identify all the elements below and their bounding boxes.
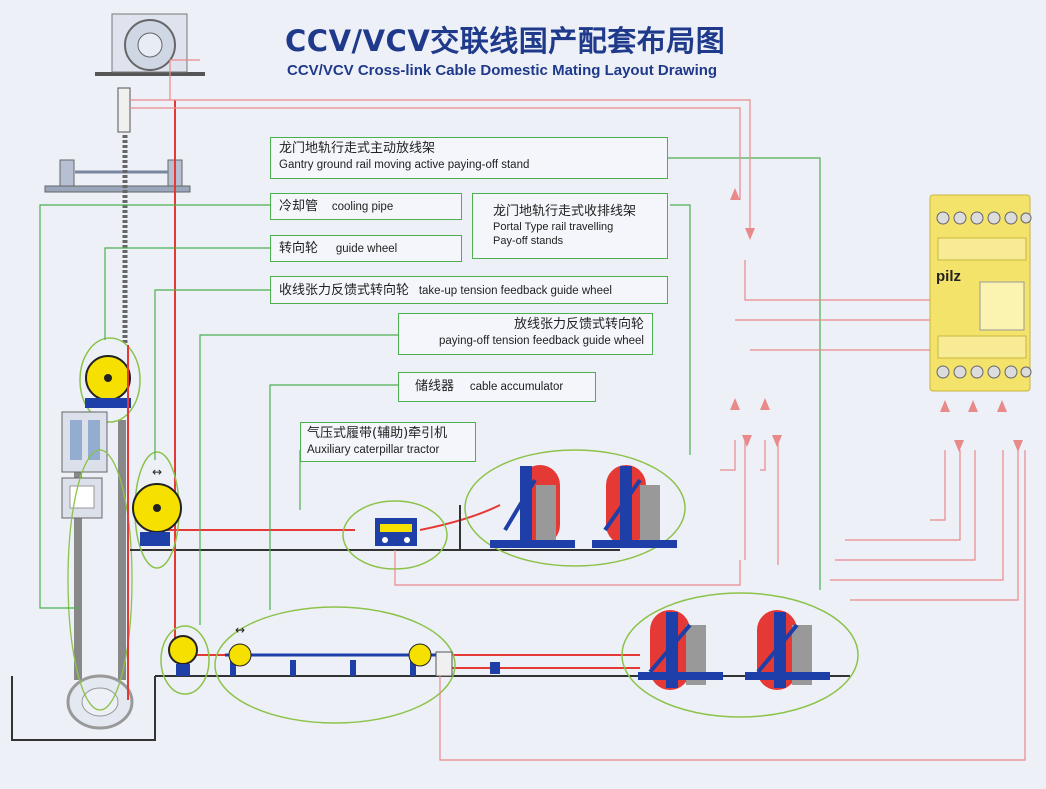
label-portal-takeup-stand: 龙门地轨行走式收排线架 Portal Type rail travelling … (472, 193, 668, 259)
label-caterpillar-tractor: 气压式履带(辅助)牵引机 Auxiliary caterpillar tract… (300, 422, 476, 462)
diagram-title-en: CCV/VCV Cross-link Cable Domestic Mating… (287, 62, 718, 79)
caterpillar-tractor (342, 500, 461, 570)
label-guide-wheel-cn: 转向轮 (279, 241, 319, 256)
guide-wheel-middle: ↔ (132, 451, 182, 569)
bottom-pit (11, 449, 156, 741)
guide-wheel-lower (160, 625, 210, 695)
pilz-safety-relay (929, 194, 1032, 392)
label-payoff-tension-cn: 放线张力反馈式转向轮 (513, 317, 644, 332)
control-cabinets (61, 411, 108, 519)
svg-text:↔: ↔ (152, 465, 162, 479)
label-cooling-pipe: 冷却管 cooling pipe (270, 193, 462, 220)
svg-text:↔: ↔ (235, 623, 245, 637)
plc-brand-logo: pilz (936, 268, 961, 285)
label-accumulator-en: cable accumulator (469, 381, 564, 393)
label-takeup-tension-en: take-up tension feedback guide wheel (418, 285, 612, 297)
tower-top-unit (95, 13, 205, 133)
label-takeup-tension-cn: 收线张力反馈式转向轮 (279, 283, 410, 298)
label-takeup-tension-wheel: 收线张力反馈式转向轮 take-up tension feedback guid… (270, 276, 668, 304)
top-guide-wheel (79, 337, 141, 423)
label-portal-en1: Portal Type rail travelling (493, 221, 614, 233)
label-accumulator-cn: 储线器 (415, 379, 455, 394)
label-cooling-pipe-en: cooling pipe (331, 201, 394, 213)
label-gantry-cn: 龙门地轨行走式主动放线架 (279, 141, 436, 156)
payoff-stands-lower (621, 592, 859, 718)
label-guide-wheel-en: guide wheel (335, 243, 398, 255)
diagram-title-cn: CCV/VCV交联线国产配套布局图 (285, 24, 726, 58)
label-payoff-tension-wheel: 放线张力反馈式转向轮 paying-off tension feedback g… (398, 313, 653, 355)
label-portal-en2: Pay-off stands (493, 235, 564, 247)
label-payoff-tension-en: paying-off tension feedback guide wheel (438, 335, 644, 347)
label-cooling-pipe-cn: 冷却管 (279, 199, 319, 214)
signal-arrows (730, 188, 1023, 452)
label-gantry-en: Gantry ground rail moving active paying-… (279, 159, 530, 171)
label-portal-cn: 龙门地轨行走式收排线架 (493, 204, 637, 219)
takeup-stands-upper (464, 449, 686, 567)
label-tractor-cn: 气压式履带(辅助)牵引机 (307, 426, 448, 441)
label-guide-wheel: 转向轮 guide wheel (270, 235, 462, 262)
label-gantry-payoff-stand: 龙门地轨行走式主动放线架 Gantry ground rail moving a… (270, 137, 668, 179)
label-cable-accumulator: 储线器 cable accumulator (398, 372, 596, 402)
label-tractor-en: Auxiliary caterpillar tractor (307, 444, 440, 456)
signal-lines (130, 59, 1026, 761)
leader-lines (39, 157, 821, 625)
tower-platform (44, 159, 191, 193)
cable-accumulator: ↔ (214, 606, 500, 724)
